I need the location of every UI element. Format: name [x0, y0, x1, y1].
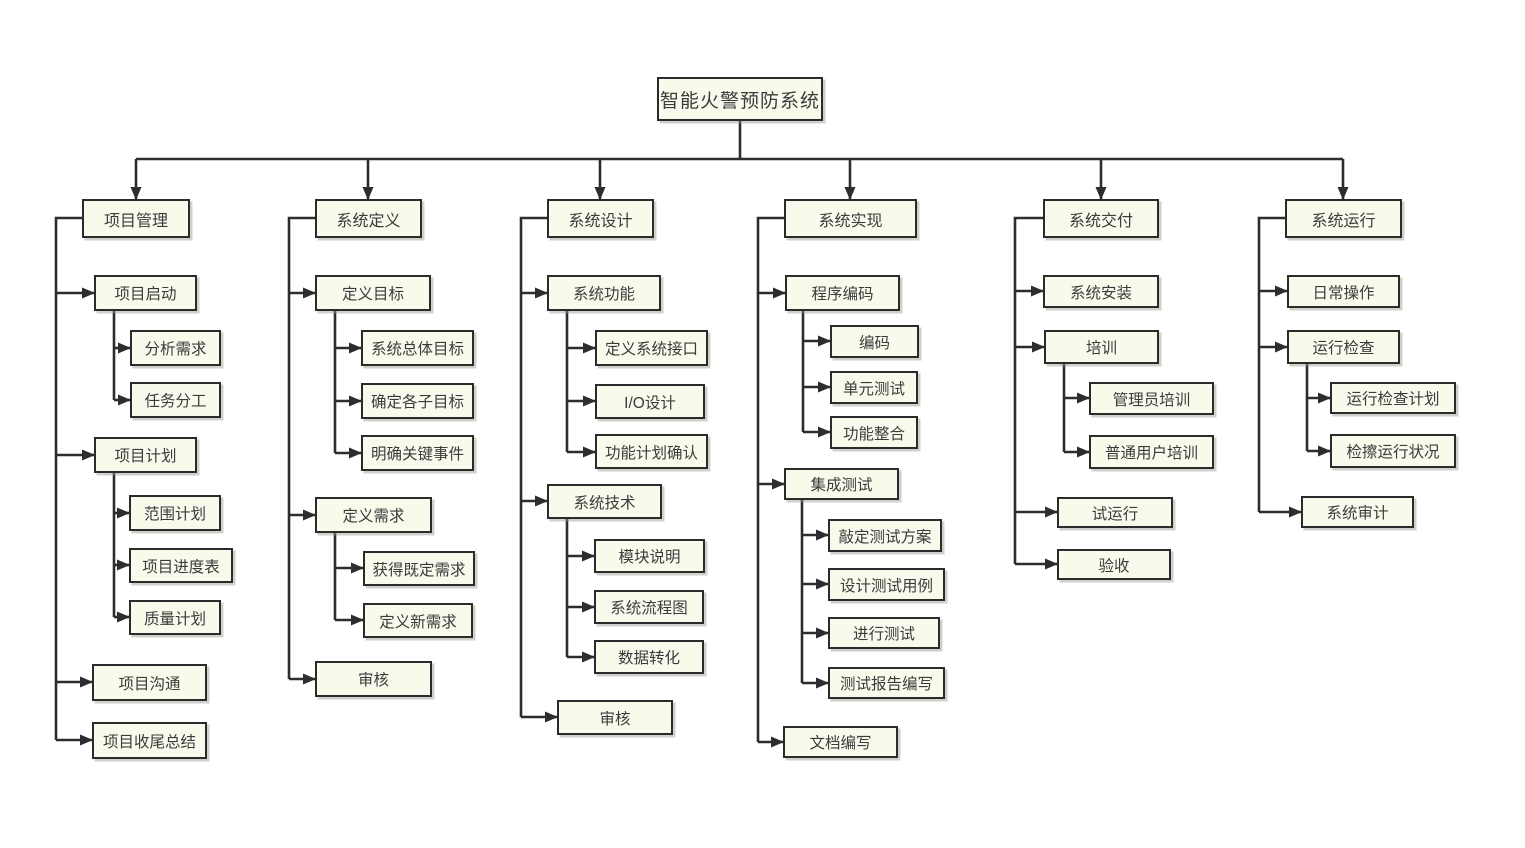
node-root-smart-fire-alarm-prevention-system[interactable]: 智能火警预防系统: [657, 77, 823, 121]
node-define-requirements[interactable]: 定义需求: [315, 497, 432, 533]
node-project-schedule[interactable]: 项目进度表: [129, 548, 233, 583]
node-design-test-cases[interactable]: 设计测试用例: [828, 568, 945, 601]
node-obtain-existing-requirements[interactable]: 获得既定需求: [363, 551, 475, 586]
node-data-conversion[interactable]: 数据转化: [594, 640, 704, 674]
node-task-assignment[interactable]: 任务分工: [130, 382, 221, 418]
node-io-design[interactable]: I/O设计: [595, 384, 705, 419]
node-unit-testing[interactable]: 单元测试: [830, 371, 918, 404]
node-system-delivery[interactable]: 系统交付: [1043, 199, 1159, 238]
node-scope-plan[interactable]: 范围计划: [129, 495, 221, 531]
node-test-report-writing[interactable]: 测试报告编写: [828, 667, 945, 699]
node-define-new-requirements[interactable]: 定义新需求: [363, 603, 473, 638]
node-project-closure-summary[interactable]: 项目收尾总结: [92, 722, 207, 759]
node-run-tests[interactable]: 进行测试: [828, 617, 940, 649]
node-system-implementation[interactable]: 系统实现: [784, 199, 917, 238]
node-program-coding[interactable]: 程序编码: [785, 275, 900, 311]
node-function-integration[interactable]: 功能整合: [830, 416, 918, 449]
node-define-system-interfaces[interactable]: 定义系统接口: [595, 330, 708, 366]
node-system-definition[interactable]: 系统定义: [315, 199, 422, 238]
node-system-installation[interactable]: 系统安装: [1043, 275, 1159, 308]
node-documentation[interactable]: 文档编写: [783, 726, 898, 758]
node-general-user-training[interactable]: 普通用户培训: [1089, 435, 1214, 469]
node-project-plan[interactable]: 项目计划: [94, 437, 197, 473]
node-requirements-analysis[interactable]: 分析需求: [130, 330, 221, 366]
node-operation-inspection[interactable]: 运行检查: [1287, 330, 1400, 364]
node-system-functions[interactable]: 系统功能: [547, 275, 661, 311]
node-daily-operations[interactable]: 日常操作: [1287, 275, 1400, 308]
node-system-audit[interactable]: 系统审计: [1301, 496, 1414, 528]
node-check-operation-status[interactable]: 检擦运行状况: [1330, 434, 1456, 468]
node-project-kickoff[interactable]: 项目启动: [94, 275, 197, 311]
node-review-definition[interactable]: 审核: [315, 661, 432, 697]
node-system-technology[interactable]: 系统技术: [547, 484, 662, 519]
node-finalize-test-plan[interactable]: 敲定测试方案: [828, 519, 942, 552]
node-overall-system-goal[interactable]: 系统总体目标: [361, 330, 474, 366]
node-system-design[interactable]: 系统设计: [547, 199, 654, 238]
node-training[interactable]: 培训: [1044, 330, 1159, 364]
node-project-communication[interactable]: 项目沟通: [92, 664, 207, 701]
node-identify-key-events[interactable]: 明确关键事件: [361, 435, 474, 471]
node-trial-run[interactable]: 试运行: [1057, 497, 1173, 528]
node-function-plan-confirmation[interactable]: 功能计划确认: [595, 434, 708, 469]
node-admin-training[interactable]: 管理员培训: [1089, 382, 1214, 415]
node-define-goals[interactable]: 定义目标: [315, 275, 431, 311]
node-integration-testing[interactable]: 集成测试: [784, 468, 899, 500]
node-acceptance[interactable]: 验收: [1057, 549, 1171, 580]
node-coding[interactable]: 编码: [830, 325, 919, 358]
node-operation-inspection-plan[interactable]: 运行检查计划: [1330, 382, 1456, 414]
node-system-operation[interactable]: 系统运行: [1285, 199, 1402, 238]
node-module-description[interactable]: 模块说明: [594, 539, 705, 573]
node-review-design[interactable]: 审核: [557, 700, 673, 735]
node-define-sub-goals[interactable]: 确定各子目标: [361, 383, 474, 419]
node-quality-plan[interactable]: 质量计划: [129, 600, 221, 635]
node-project-management[interactable]: 项目管理: [82, 199, 190, 238]
node-system-flowchart[interactable]: 系统流程图: [594, 590, 704, 624]
